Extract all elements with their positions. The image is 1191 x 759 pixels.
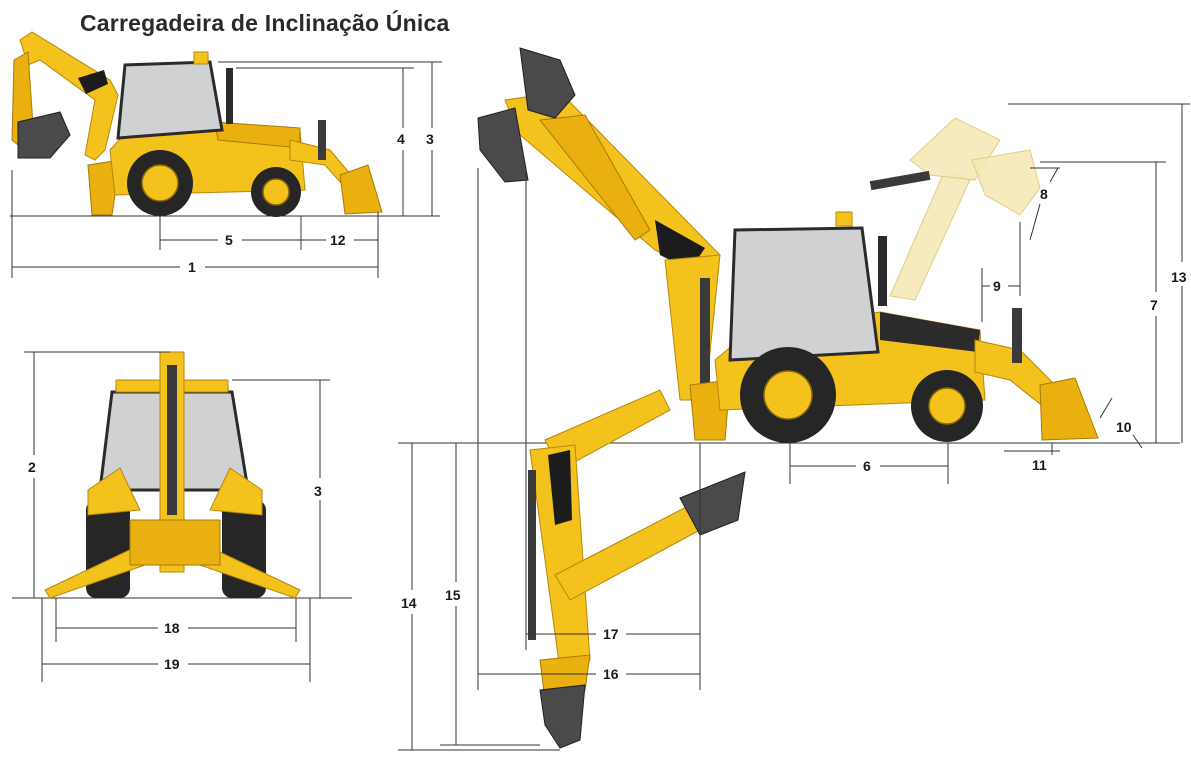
loader-arm-raised-ghost bbox=[889, 169, 971, 301]
front-view: 2 3 18 19 bbox=[12, 351, 352, 682]
backhoe-bucket bbox=[17, 111, 71, 159]
loader-cylinder-raised bbox=[869, 170, 931, 191]
loader-cylinder bbox=[318, 120, 326, 160]
swing-cylinder bbox=[700, 278, 710, 388]
dim-label-5: 5 bbox=[225, 232, 233, 248]
loader-bucket-dump-ghost bbox=[971, 149, 1041, 216]
stick-cylinder-dig bbox=[528, 470, 536, 640]
beacon-light-large bbox=[835, 211, 853, 227]
dim-label-2: 2 bbox=[28, 459, 36, 475]
dim-label-1: 1 bbox=[188, 259, 196, 275]
dim-label-13: 13 bbox=[1171, 269, 1187, 285]
backhoe-boom bbox=[19, 31, 119, 161]
backhoe-cylinder-raised bbox=[539, 114, 651, 241]
exhaust-stack bbox=[226, 68, 233, 124]
rear-rim-large bbox=[763, 370, 813, 420]
bucket-raised-top bbox=[519, 47, 576, 119]
loader-bucket-lowered bbox=[1039, 377, 1099, 441]
bucket-extended bbox=[679, 471, 746, 536]
cat-logo-icon bbox=[78, 70, 108, 94]
boom-cylinder bbox=[167, 365, 177, 515]
side-view-small: 1 5 12 4 3 bbox=[10, 31, 442, 278]
bucket-raised-curl bbox=[477, 107, 529, 183]
cab-large bbox=[728, 226, 880, 362]
dim-label-17: 17 bbox=[603, 626, 619, 642]
loader-bucket bbox=[339, 164, 383, 215]
front-rim-large bbox=[928, 387, 966, 425]
dim-label-7: 7 bbox=[1150, 297, 1158, 313]
dim-label-6: 6 bbox=[863, 458, 871, 474]
front-rim bbox=[262, 178, 290, 206]
diagram-title: Carregadeira de Inclinação Única bbox=[80, 10, 450, 36]
dim-label-11: 11 bbox=[1032, 457, 1047, 473]
loader-cylinder-large bbox=[1012, 308, 1022, 363]
dim-label-9: 9 bbox=[993, 278, 1001, 294]
dim-label-19: 19 bbox=[164, 656, 180, 672]
dim-label-16: 16 bbox=[603, 666, 619, 682]
dim-label-18: 18 bbox=[164, 620, 180, 636]
exhaust-stack-large bbox=[878, 236, 887, 306]
backhoe-stick-dig bbox=[529, 444, 591, 671]
dim-label-10: 10 bbox=[1116, 419, 1132, 435]
bucket-dig bbox=[539, 684, 586, 749]
backhoe-boom-lower bbox=[664, 254, 721, 401]
dim-label-14: 14 bbox=[401, 595, 417, 611]
side-view-large: 13 7 8 9 10 11 bbox=[398, 47, 1190, 751]
dim-label-12: 12 bbox=[330, 232, 346, 248]
right-fender bbox=[209, 467, 263, 516]
dim-label-4: 4 bbox=[397, 131, 405, 147]
hood-stripe bbox=[880, 312, 980, 352]
dim-label-3-side: 3 bbox=[426, 131, 434, 147]
cab bbox=[116, 60, 224, 140]
dim-label-15: 15 bbox=[445, 587, 461, 603]
dim-label-8: 8 bbox=[1040, 186, 1048, 202]
dim-label-3-front: 3 bbox=[314, 483, 322, 499]
cat-logo-icon-dig bbox=[548, 450, 572, 525]
rear-frame bbox=[129, 519, 221, 566]
rear-rim bbox=[141, 164, 179, 202]
stabilizer bbox=[87, 159, 121, 216]
left-fender bbox=[87, 467, 141, 516]
beacon-light bbox=[193, 51, 209, 65]
